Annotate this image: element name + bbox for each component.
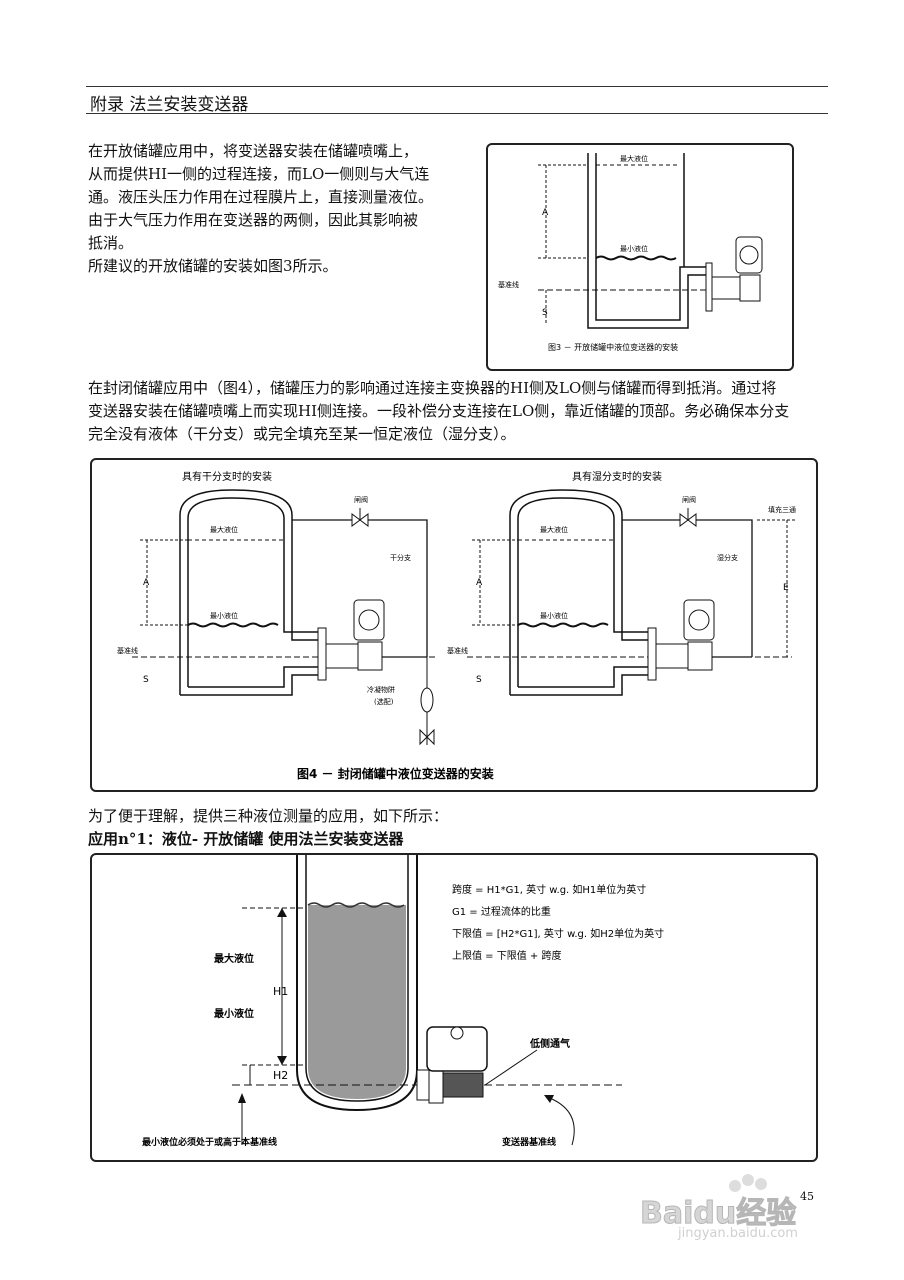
figure-4: 具有干分支时的安装 具有湿分支时的安装 最大液位 最小液位 A 基准线 S	[90, 458, 818, 792]
min-level-note: 最小液位必须处于或高于本基准线	[142, 1136, 277, 1148]
dimension-a-label: A	[143, 578, 150, 588]
text-line: 由于大气压力作用在变送器的两侧，因此其影响被	[88, 211, 419, 229]
paw-logo-icon	[729, 1174, 767, 1192]
top-rule	[86, 86, 828, 87]
closed-tank-paragraph: 在封闭储罐应用中（图4），储罐压力的影响通过连接主变换器的HI侧及LO侧与储罐而…	[88, 377, 833, 446]
text-line: 抵消。	[88, 234, 134, 252]
datum-label: 基准线	[447, 646, 468, 655]
applications-intro: 为了便于理解，提供三种液位测量的应用，如下所示：	[88, 807, 449, 825]
max-level-label: 最大液位	[540, 525, 568, 534]
text-line: 变送器安装在储罐喷嘴上而实现HI侧连接。一段补偿分支连接在LO侧，靠近储罐的顶部…	[88, 402, 790, 420]
page-title: 附录 法兰安装变送器	[90, 95, 249, 115]
formula-g1: G1 = 过程流体的比重	[452, 905, 551, 918]
figure-4-caption: 图4 － 封闭储罐中液位变送器的安装	[297, 766, 494, 781]
text-line: 在开放储罐应用中，将变送器安装在储罐喷嘴上，	[88, 142, 419, 160]
left-tank: 最大液位 最小液位 A 基准线 S 闸阀 干分支	[117, 489, 437, 746]
text-line: 通。液压头压力作用在过程膜片上，直接测量液位。	[88, 188, 434, 206]
watermark-brand: Baidu经验	[639, 1196, 797, 1232]
formula-lower: 下限值 = [H2*G1], 英寸 w.g. 如H2单位为英寸	[452, 927, 664, 940]
dimension-s-label: S	[143, 675, 149, 685]
valve-label: 闸阀	[354, 495, 368, 504]
valve-label: 闸阀	[682, 495, 696, 504]
formula-upper: 上限值 = 下限值 + 跨度	[452, 949, 561, 962]
formula-span: 跨度 = H1*G1, 英寸 w.g. 如H1单位为英寸	[452, 883, 646, 896]
text-line: 完全没有液体（干分支）或完全填充至某一恒定液位（湿分支）。	[88, 425, 516, 443]
low-side-vent-label: 低侧通气	[529, 1037, 570, 1050]
dimension-a-label: A	[542, 208, 549, 218]
dimension-s-label: S	[476, 675, 482, 685]
condensate-trap-label: 冷凝物阱	[367, 685, 395, 694]
dimension-a-label: A	[476, 578, 483, 588]
wet-leg-title: 具有湿分支时的安装	[572, 470, 662, 483]
min-level-label: 最小液位	[620, 244, 648, 253]
text-line: 在封闭储罐应用中（图4），储罐压力的影响通过连接主变换器的HI侧及LO侧与储罐而…	[88, 379, 777, 397]
datum-label: 基准线	[117, 646, 138, 655]
max-level-label: 最大液位	[214, 952, 254, 965]
transmitter-datum-label: 变送器基准线	[502, 1136, 556, 1148]
optional-label: (选配)	[374, 697, 394, 706]
dimension-e-label: E	[783, 583, 789, 593]
h2-label: H2	[273, 1069, 288, 1082]
dry-leg-title: 具有干分支时的安装	[182, 470, 272, 483]
min-level-label: 最小液位	[540, 611, 568, 620]
max-level-label: 最大液位	[620, 154, 648, 163]
figure-4-drawing: 具有干分支时的安装 具有湿分支时的安装 最大液位 最小液位 A 基准线 S	[117, 470, 797, 781]
fill-tee-label: 填充三通	[768, 505, 796, 514]
h1-label: H1	[273, 985, 288, 998]
baidu-watermark: Baidu经验 jingyan.baidu.com	[639, 1170, 860, 1250]
intro-paragraph: 在开放储罐应用中，将变送器安装在储罐喷嘴上， 从而提供HI一侧的过程连接，而LO…	[88, 140, 468, 278]
min-level-label: 最小液位	[214, 1007, 254, 1020]
title-rule	[86, 113, 828, 114]
right-tank: 最大液位 最小液位 A 基准线 S 闸阀 湿分支 填充三通 E	[447, 489, 797, 696]
figure-3-drawing: 最大液位 最小液位 A 基准线 S 图3 － 开放储罐中液位变送器的安装	[498, 153, 763, 352]
watermark-url: jingyan.baidu.com	[678, 1226, 798, 1241]
text-line: 从而提供HI一侧的过程连接，而LO一侧则与大气连	[88, 165, 430, 183]
min-level-label: 最小液位	[210, 611, 238, 620]
figure-3: 最大液位 最小液位 A 基准线 S 图3 － 开放储罐中液位变送器的安装	[486, 143, 794, 371]
application-1-drawing: H1 H2 最大液位 最小液位 最小液位必须处于或高于本基准线 低侧通气 变送器…	[142, 855, 664, 1148]
page-number: 45	[800, 1190, 814, 1203]
application-1-heading: 应用n°1：液位- 开放储罐 使用法兰安装变送器	[88, 830, 404, 848]
figure-application-1: H1 H2 最大液位 最小液位 最小液位必须处于或高于本基准线 低侧通气 变送器…	[90, 853, 818, 1162]
wet-leg-label: 湿分支	[717, 553, 738, 562]
text-line: 所建议的开放储罐的安装如图3所示。	[88, 257, 338, 275]
dimension-s-label: S	[542, 308, 548, 318]
dry-leg-label: 干分支	[390, 553, 411, 562]
datum-label: 基准线	[498, 280, 519, 289]
figure-3-caption: 图3 － 开放储罐中液位变送器的安装	[548, 342, 678, 352]
max-level-label: 最大液位	[210, 525, 238, 534]
